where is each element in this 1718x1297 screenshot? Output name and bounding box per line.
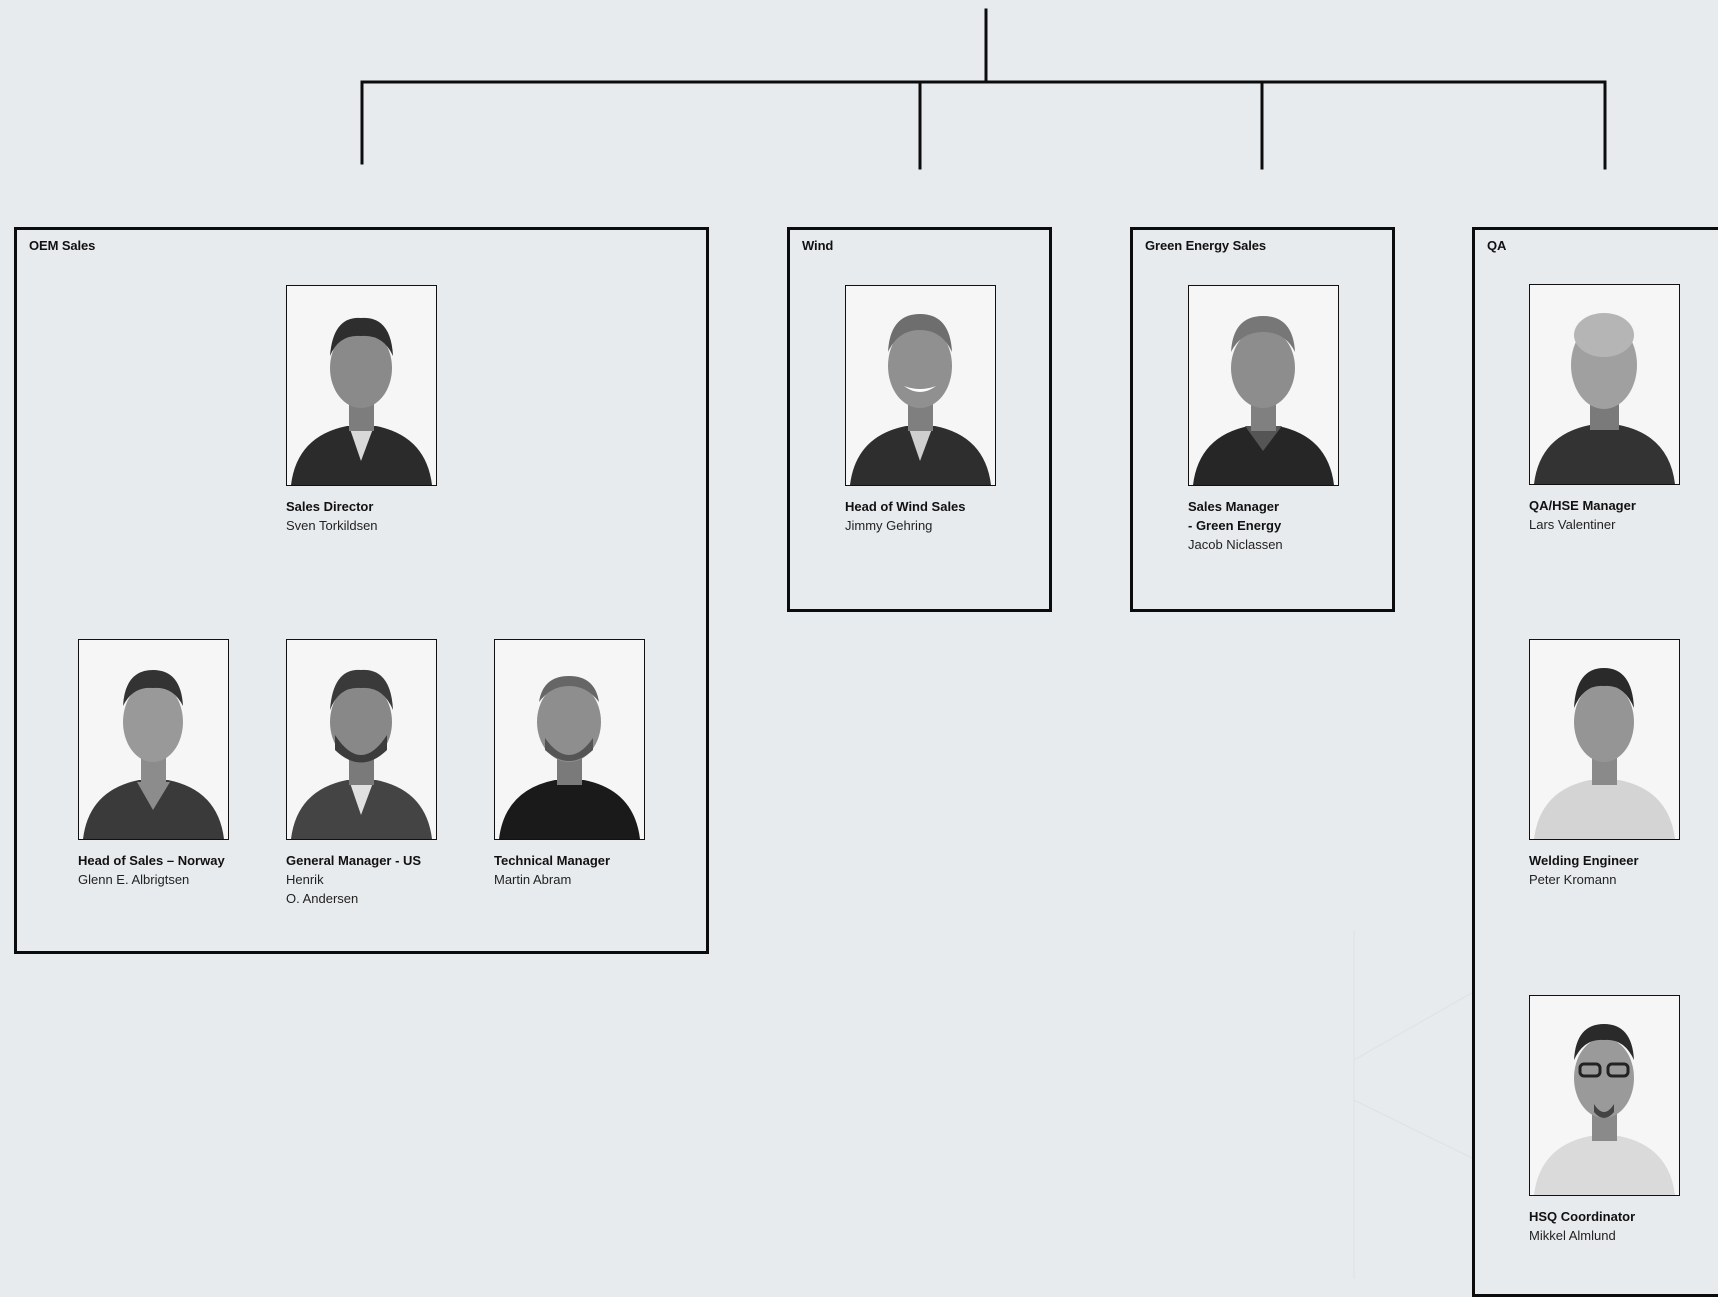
- department-title: Wind: [802, 238, 834, 253]
- person-card-hsq-coordinator: HSQ Coordinator Mikkel Almlund: [1529, 995, 1704, 1245]
- person-name: Jimmy Gehring: [845, 518, 933, 533]
- portrait-photo: [1529, 639, 1680, 840]
- portrait-photo: [286, 285, 437, 486]
- portrait-photo: [78, 639, 229, 840]
- person-name: Henrik O. Andersen: [286, 872, 359, 906]
- person-role: Head of Wind Sales: [845, 499, 966, 514]
- department-title: QA: [1487, 238, 1507, 253]
- person-name: Mikkel Almlund: [1529, 1228, 1616, 1243]
- portrait-photo: [845, 285, 996, 486]
- person-role: HSQ Coordinator: [1529, 1209, 1636, 1224]
- person-role: General Manager - US: [286, 853, 422, 868]
- person-name: Peter Kromann: [1529, 872, 1617, 887]
- person-role: QA/HSE Manager: [1529, 498, 1636, 513]
- person-card-head-of-sales-norway: Head of Sales – Norway Glenn E. Albrigts…: [78, 639, 253, 889]
- person-role: Welding Engineer: [1529, 853, 1639, 868]
- portrait-photo: [494, 639, 645, 840]
- department-qa: QA QA/HSE Manager Lars Valentiner Weldin…: [1472, 227, 1718, 1297]
- person-name: Jacob Niclassen: [1188, 537, 1283, 552]
- portrait-photo: [286, 639, 437, 840]
- person-card-technical-manager: Technical Manager Martin Abram: [494, 639, 669, 889]
- person-card-welding-engineer: Welding Engineer Peter Kromann: [1529, 639, 1704, 889]
- person-name: Glenn E. Albrigtsen: [78, 872, 190, 887]
- department-oem-sales: OEM Sales Sales Director Sven Torkildsen…: [14, 227, 709, 954]
- person-card-sales-manager-green-energy: Sales Manager - Green Energy Jacob Nicla…: [1188, 285, 1363, 554]
- portrait-photo: [1529, 284, 1680, 485]
- person-name: Lars Valentiner: [1529, 517, 1616, 532]
- person-card-head-of-wind-sales: Head of Wind Sales Jimmy Gehring: [845, 285, 1020, 535]
- person-card-qa-hse-manager: QA/HSE Manager Lars Valentiner: [1529, 284, 1704, 534]
- department-title: Green Energy Sales: [1145, 238, 1267, 253]
- person-name: Sven Torkildsen: [286, 518, 378, 533]
- person-card-sales-director: Sales Director Sven Torkildsen: [286, 285, 461, 535]
- person-role: Head of Sales – Norway: [78, 853, 225, 868]
- person-name: Martin Abram: [494, 872, 572, 887]
- person-role: Sales Manager - Green Energy: [1188, 499, 1282, 533]
- portrait-photo: [1188, 285, 1339, 486]
- person-role: Sales Director: [286, 499, 374, 514]
- person-role: Technical Manager: [494, 853, 611, 868]
- department-title: OEM Sales: [29, 238, 96, 253]
- person-card-general-manager-us: General Manager - US Henrik O. Andersen: [286, 639, 461, 908]
- portrait-photo: [1529, 995, 1680, 1196]
- department-wind: Wind Head of Wind Sales Jimmy Gehring: [787, 227, 1052, 612]
- department-green-energy-sales: Green Energy Sales Sales Manager - Green…: [1130, 227, 1395, 612]
